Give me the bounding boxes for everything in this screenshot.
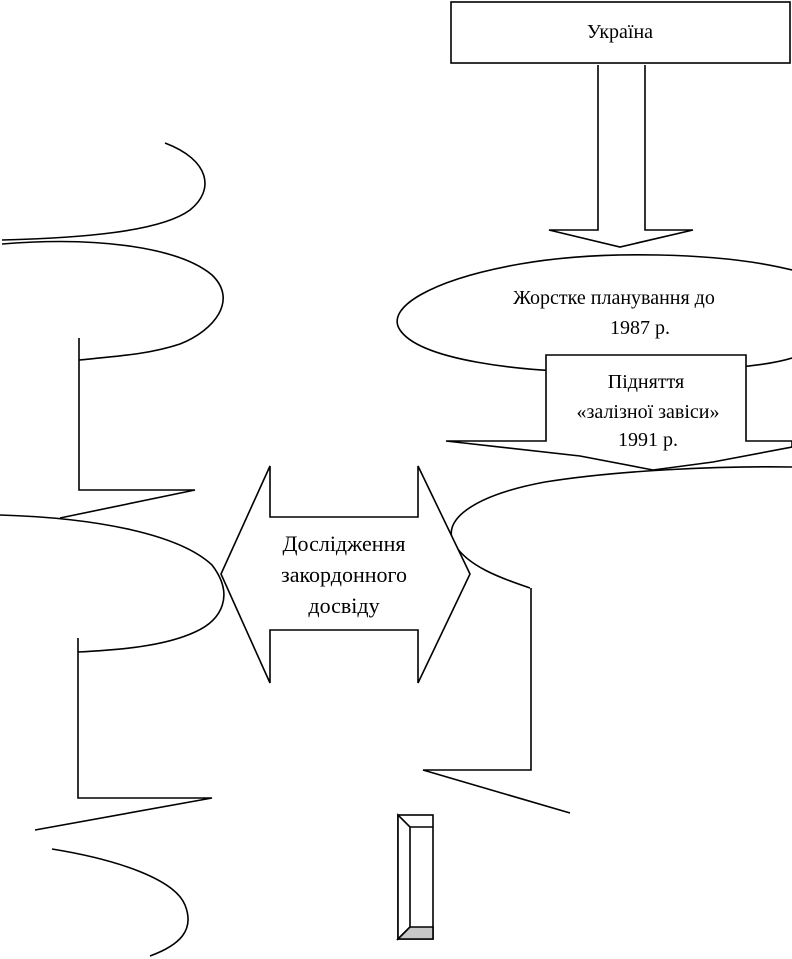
right-ellipse xyxy=(450,466,792,589)
left-top-arc xyxy=(1,142,206,241)
planning-label-line2: 1987 р. xyxy=(610,317,670,339)
research-double-arrow xyxy=(220,465,471,684)
ukraine-label: Україна xyxy=(587,21,653,43)
curtain-label-line3: 1991 р. xyxy=(618,429,678,451)
left-zigzag-2 xyxy=(34,638,213,831)
left-zigzag-1 xyxy=(59,338,196,519)
curtain-label-line1: Підняття xyxy=(608,371,685,393)
research-label-line3: досвіду xyxy=(308,593,379,618)
planning-label-line1: Жорстке планування до xyxy=(513,287,715,309)
bevel-frame xyxy=(396,813,434,941)
research-label-line1: Дослідження xyxy=(283,531,406,556)
research-label-line2: закордонного xyxy=(281,562,407,587)
curtain-arrow xyxy=(445,354,792,471)
left-mid-ellipse xyxy=(1,240,224,361)
ukraine-box xyxy=(450,1,791,64)
left-low-ellipse xyxy=(0,514,225,653)
down-arrow-ukraine xyxy=(548,65,694,248)
curtain-label-line2: «залізної завіси» xyxy=(576,401,719,423)
right-zigzag xyxy=(422,588,571,814)
left-bottom-arc xyxy=(51,848,189,957)
